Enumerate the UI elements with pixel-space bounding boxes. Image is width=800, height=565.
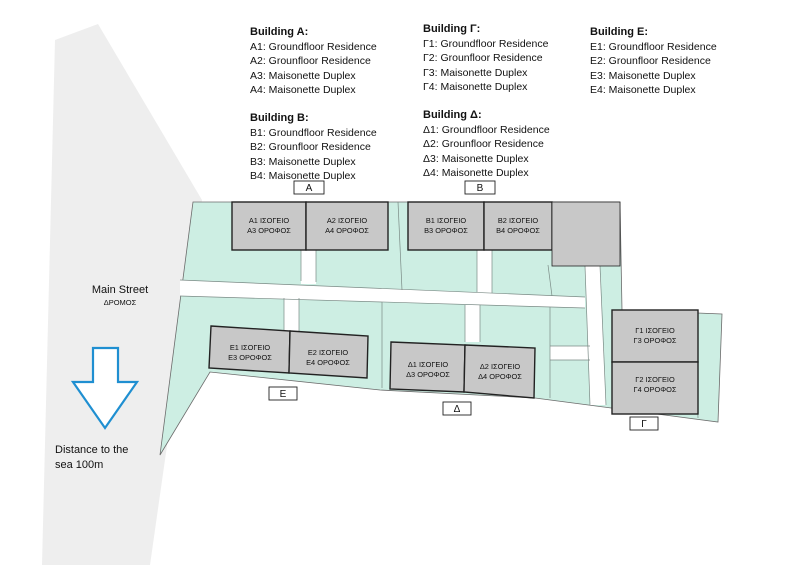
unit-e-right-line1: E2 ΙΣΟΓΕΙΟ [308,348,349,357]
building-tag-a: A [306,183,313,194]
unit-d-right-line1: Δ2 ΙΣΟΓΕΙΟ [480,362,521,371]
unit-a-right-line2: A4 ΟΡΟΦΟΣ [325,226,369,235]
legend-b-item: B1: Groundfloor Residence [250,126,377,139]
legend-g-title: Building Γ: [423,23,481,35]
legend-d-title: Building Δ: [423,109,482,121]
path-horizontal [180,280,585,308]
unit-b-left-line1: B1 ΙΣΟΓΕΙΟ [426,216,467,225]
building-tag-g: Γ [641,419,647,430]
legend-g-item: Γ1: Groundfloor Residence [423,37,549,50]
building-tag-e: E [280,389,287,400]
path-e-connector [284,298,299,331]
legend-e-title: Building E: [590,26,649,38]
legend-g-item: Γ3: Maisonette Duplex [423,66,528,79]
legend-b-title: Building B: [250,112,309,124]
building-tag-b-box [464,180,496,195]
unit-e-left-line2: E3 ΟΡΟΦΟΣ [228,353,272,362]
main-street-greek: ΔΡΟΜΟΣ [103,298,137,307]
legend-building-a: Building A: A1: Groundfloor Residence A2… [250,25,377,98]
unit-g-bottom [611,361,699,415]
arrow-down-icon [70,346,140,430]
unit-d-right-line2: Δ4 ΟΡΟΦΟΣ [478,372,522,381]
unit-b-right-line1: B2 ΙΣΟΓΕΙΟ [498,216,539,225]
legend-d-item: Δ1: Groundfloor Residence [423,123,550,136]
legend-e-item: E4: Maisonette Duplex [590,84,696,97]
unit-a-left [231,201,307,251]
legend-b-item: B2: Grounfloor Residence [250,141,371,154]
legend-g-item: Γ2: Grounfloor Residence [423,52,543,65]
legend-a-item: A2: Grounfloor Residence [250,55,371,68]
building-tag-b: B [477,183,484,194]
unit-d-right [463,344,536,399]
unit-g-top [611,309,699,363]
main-street-name: Main Street [91,284,149,296]
building-tag-a-box [293,180,325,195]
path-a-connector [301,250,316,284]
sea-distance-label: Distance to the sea 100m [55,444,129,471]
unit-a-left-line2: A3 ΟΡΟΦΟΣ [247,226,291,235]
path-b-connector [477,250,492,293]
legend-e-item: E1: Groundfloor Residence [590,40,717,53]
unit-g-bottom-line2: Γ4 ΟΡΟΦΟΣ [634,385,677,394]
unit-d-left-line1: Δ1 ΙΣΟΓΕΙΟ [408,360,449,369]
legend-building-b: Building B: B1: Groundfloor Residence B2… [250,111,377,184]
legend-b-item: B4: Maisonette Duplex [250,170,356,183]
unit-b-left [407,201,485,251]
legend-building-d: Building Δ: Δ1: Groundfloor Residence Δ2… [423,108,550,181]
main-street [42,24,202,565]
legend-a-item: A3: Maisonette Duplex [250,69,356,82]
unit-a-right-line1: A2 ΙΣΟΓΕΙΟ [327,216,368,225]
unit-g-top-line1: Γ1 ΙΣΟΓΕΙΟ [635,326,675,335]
legend-building-e: Building E: E1: Groundfloor Residence E2… [590,25,717,98]
legend-g-item: Γ4: Maisonette Duplex [423,81,528,94]
legend-d-item: Δ3: Maisonette Duplex [423,152,529,165]
legend-building-g: Building Γ: Γ1: Groundfloor Residence Γ2… [423,22,548,95]
unit-a-left-line1: A1 ΙΣΟΓΕΙΟ [249,216,290,225]
unit-g-bottom-line1: Γ2 ΙΣΟΓΕΙΟ [635,375,675,384]
unit-d-left-line2: Δ3 ΟΡΟΦΟΣ [406,370,450,379]
unit-a-right [305,201,389,251]
building-tag-g-box [629,416,659,431]
legend-a-item: A4: Maisonette Duplex [250,84,356,97]
legend-d-item: Δ4: Maisonette Duplex [423,167,529,180]
path-g-vertical [585,266,606,405]
legend-b-item: B3: Maisonette Duplex [250,155,356,168]
unit-b-right-line2: B4 ΟΡΟΦΟΣ [496,226,540,235]
path-d-connector [465,305,480,342]
building-tag-e-box [268,386,298,401]
unit-g-top-line2: Γ3 ΟΡΟΦΟΣ [634,336,677,345]
building-b-annex [551,201,621,267]
legend-e-item: E3: Maisonette Duplex [590,69,696,82]
legend-e-item: E2: Grounfloor Residence [590,55,711,68]
main-street-label: Main Street ΔΡΟΜΟΣ [70,284,170,307]
path-g-horizontal [550,346,590,360]
legend-a-item: A1: Groundfloor Residence [250,40,377,53]
building-tag-d-box [442,401,472,416]
buildings [208,201,699,415]
unit-e-right-line2: E4 ΟΡΟΦΟΣ [306,358,350,367]
unit-e-left-line1: E1 ΙΣΟΓΕΙΟ [230,343,271,352]
legend-d-item: Δ2: Grounfloor Residence [423,138,544,151]
paths [180,250,606,405]
unit-b-left-line2: B3 ΟΡΟΦΟΣ [424,226,468,235]
unit-e-right [288,330,369,379]
building-tag-d: Δ [454,404,461,415]
legend-a-title: Building A: [250,26,309,38]
